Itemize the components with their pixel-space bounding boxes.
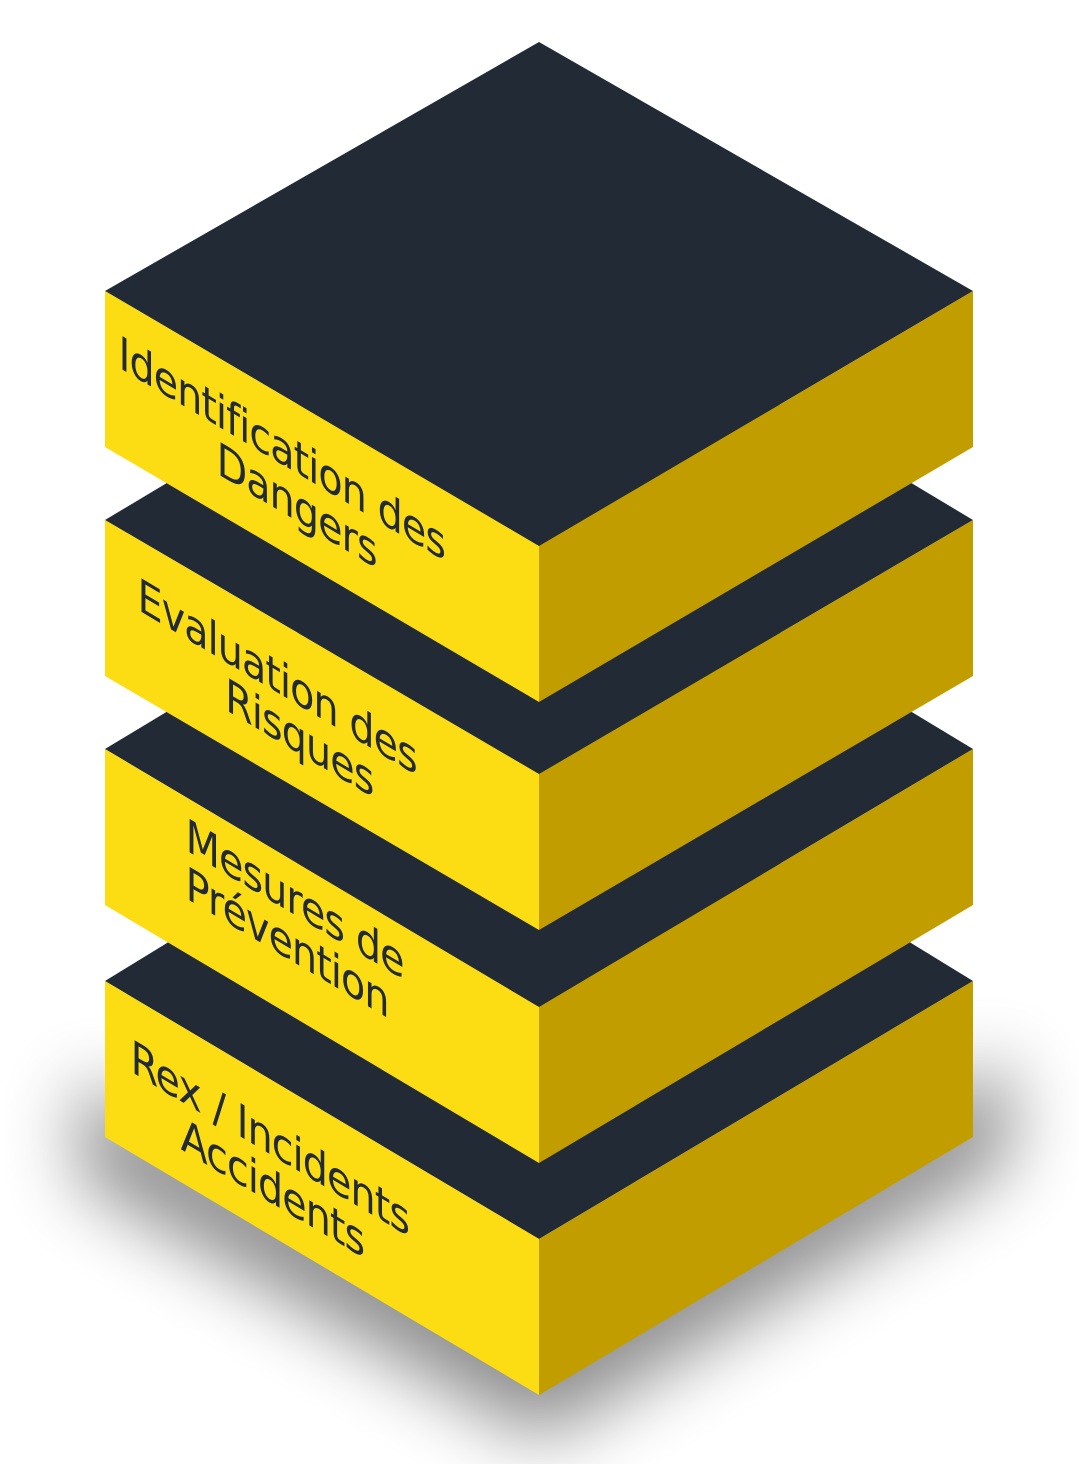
layer-rex-incidents-left-face (105, 981, 539, 1395)
layer-identification-dangers: Identification des Dangers (105, 42, 973, 702)
layer-identification-dangers-top-face (105, 42, 973, 546)
layer-mesures-prevention-left-face (105, 749, 539, 1163)
layer-identification-dangers-right-face (539, 291, 973, 702)
layer-evaluation-risques-left-face (105, 520, 539, 930)
layer-evaluation-risques-right-face (539, 520, 973, 930)
layer-mesures-prevention-right-face (539, 749, 973, 1163)
layer-identification-dangers-left-face (105, 291, 539, 702)
layer-rex-incidents-right-face (539, 981, 973, 1395)
